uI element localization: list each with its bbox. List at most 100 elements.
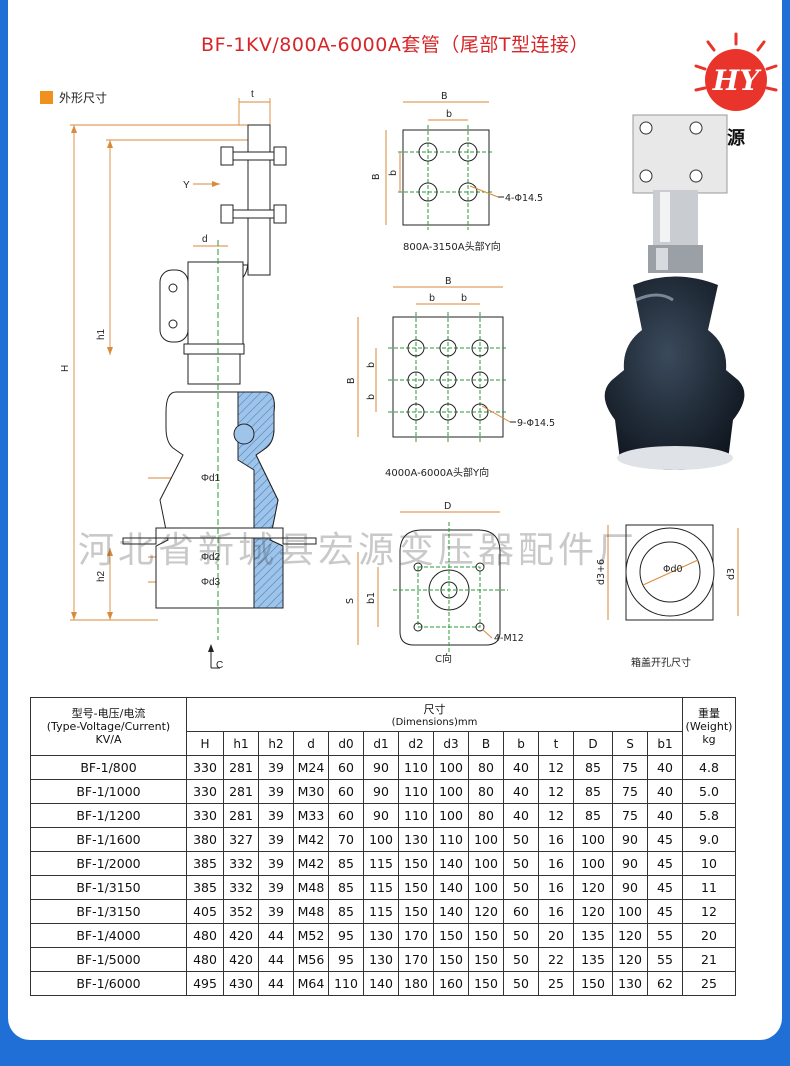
dimension-cell: M42	[293, 827, 329, 852]
dimension-cell: 150	[398, 875, 434, 900]
header-type: 型号-电压/电流 (Type-Voltage/Current) KV/A	[30, 697, 187, 756]
weight-cell: 25	[682, 971, 736, 996]
dimension-cell: 60	[503, 899, 539, 924]
bottom-band	[0, 1040, 790, 1066]
column-header: h1	[223, 731, 259, 756]
dimension-cell: 85	[573, 755, 613, 780]
dimension-cell: 100	[468, 827, 504, 852]
column-header: H	[186, 731, 224, 756]
dimension-cell: 150	[433, 947, 469, 972]
dimension-cell: 80	[468, 779, 504, 804]
header-weight-unit: kg	[702, 733, 716, 746]
label-b-side-large-1: b	[366, 362, 377, 368]
model-cell: BF-1/3150	[30, 899, 187, 924]
dimension-cell: 75	[612, 755, 648, 780]
dimension-cell: 50	[503, 827, 539, 852]
c-view	[357, 511, 508, 652]
dimension-cell: 45	[647, 851, 683, 876]
dimension-cell: 70	[328, 827, 364, 852]
model-cell: BF-1/2000	[30, 851, 187, 876]
label-h1: h1	[96, 328, 107, 340]
dimension-cell: 85	[573, 779, 613, 804]
label-d3: d3	[726, 568, 737, 580]
dimension-cell: 40	[503, 755, 539, 780]
label-h2: h2	[96, 570, 107, 582]
dimension-cell: 45	[647, 827, 683, 852]
dimension-cell: 50	[503, 875, 539, 900]
dimension-cell: 385	[186, 851, 224, 876]
dimension-cell: 405	[186, 899, 224, 924]
dimension-cell: 100	[433, 803, 469, 828]
dimension-cell: 12	[538, 779, 574, 804]
weight-cell: 9.0	[682, 827, 736, 852]
dimension-cell: 110	[433, 827, 469, 852]
dimension-cell: 44	[258, 947, 294, 972]
dimension-cell: 39	[258, 779, 294, 804]
head-view-large	[357, 286, 516, 442]
weight-cell: 4.8	[682, 755, 736, 780]
label-c: C	[216, 660, 223, 671]
header-type-cn: 型号-电压/电流	[71, 707, 146, 720]
dimension-cell: M56	[293, 947, 329, 972]
dimension-cell: 160	[433, 971, 469, 996]
dimension-cell: M24	[293, 755, 329, 780]
column-header: t	[538, 731, 574, 756]
dimension-cell: M42	[293, 851, 329, 876]
weight-cell: 11	[682, 875, 736, 900]
dimension-cell: M64	[293, 971, 329, 996]
dimension-cell: 430	[223, 971, 259, 996]
dimension-cell: 85	[573, 803, 613, 828]
dimension-cell: 480	[186, 923, 224, 948]
dimension-cell: 130	[363, 923, 399, 948]
dimension-cell: 39	[258, 899, 294, 924]
dimension-cell: 130	[363, 947, 399, 972]
dimension-cell: 281	[223, 755, 259, 780]
dimension-cell: 120	[612, 947, 648, 972]
dimension-cell: 115	[363, 899, 399, 924]
dimension-cell: 12	[538, 803, 574, 828]
header-dims-en: (Dimensions)mm	[391, 717, 478, 728]
dimension-cell: 150	[468, 947, 504, 972]
dimension-cell: 281	[223, 779, 259, 804]
label-t: t	[251, 89, 254, 100]
dimension-cell: 327	[223, 827, 259, 852]
dimension-cell: 140	[433, 851, 469, 876]
dimension-cell: 75	[612, 803, 648, 828]
column-header: D	[573, 731, 613, 756]
label-B-side-large: B	[346, 377, 357, 384]
dimension-cell: 22	[538, 947, 574, 972]
dimension-cell: 39	[258, 803, 294, 828]
dimension-cell: 95	[328, 923, 364, 948]
dimension-cell: 120	[612, 923, 648, 948]
dimension-cell: 380	[186, 827, 224, 852]
dimension-cell: 100	[468, 875, 504, 900]
label-d3-6: d3+6	[596, 559, 607, 585]
dimension-cell: 352	[223, 899, 259, 924]
dimension-cell: 90	[612, 875, 648, 900]
dimension-cell: 135	[573, 923, 613, 948]
dimension-cell: M48	[293, 875, 329, 900]
dimension-cell: 110	[398, 779, 434, 804]
logo-icon: HY	[694, 32, 778, 111]
side-view	[70, 98, 317, 669]
model-cell: BF-1/4000	[30, 923, 187, 948]
dimension-cell: 16	[538, 899, 574, 924]
dimension-cell: 120	[573, 875, 613, 900]
model-cell: BF-1/1000	[30, 779, 187, 804]
dimension-cell: 420	[223, 947, 259, 972]
model-cell: BF-1/800	[30, 755, 187, 780]
dimension-cell: 90	[612, 851, 648, 876]
dimension-cell: 80	[468, 755, 504, 780]
label-phi-d3: Φd3	[201, 577, 221, 588]
dimension-cell: 16	[538, 851, 574, 876]
dimension-cell: 90	[363, 755, 399, 780]
header-dimensions: 尺寸 (Dimensions)mm	[186, 697, 683, 732]
dimension-cell: 39	[258, 755, 294, 780]
dimension-cell: 20	[538, 923, 574, 948]
